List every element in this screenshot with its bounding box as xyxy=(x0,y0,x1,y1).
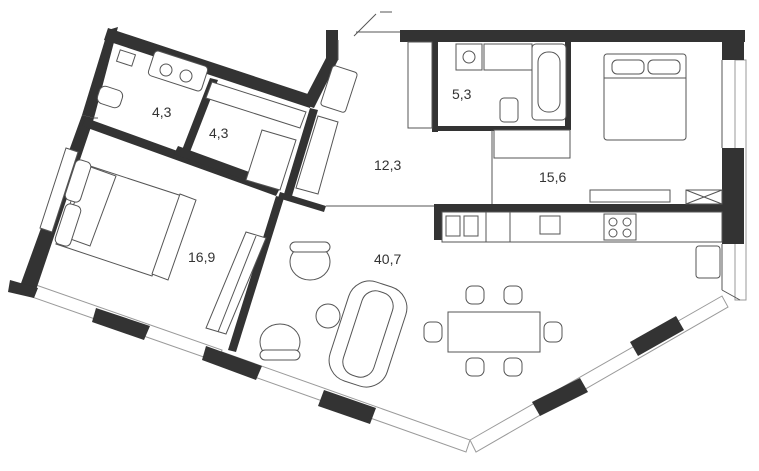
bathroom-2-fixtures xyxy=(407,41,571,159)
kitchen-counter xyxy=(441,211,723,279)
living-furniture xyxy=(259,241,563,388)
hallway-furniture xyxy=(320,31,400,113)
area-label-hallway: 12,3 xyxy=(374,157,401,173)
thin-lines xyxy=(94,11,723,290)
area-label-bedroom-1: 16,9 xyxy=(188,249,215,265)
area-label-wardrobe: 4,3 xyxy=(209,125,229,141)
area-label-living-kitchen: 40,7 xyxy=(374,251,401,267)
area-label-bedroom-2: 15,6 xyxy=(539,169,566,185)
area-label-bathroom-2: 5,3 xyxy=(452,86,472,102)
area-labels: 4,3 4,3 5,3 12,3 15,6 16,9 40,7 xyxy=(152,86,566,267)
bathroom-1-fixtures xyxy=(96,49,209,109)
area-label-bathroom-1: 4,3 xyxy=(152,104,172,120)
interior-walls xyxy=(174,40,724,240)
bedroom-2-furniture xyxy=(589,53,723,205)
bedroom-1-furniture xyxy=(39,147,267,335)
wardrobe-shelves xyxy=(205,81,339,195)
